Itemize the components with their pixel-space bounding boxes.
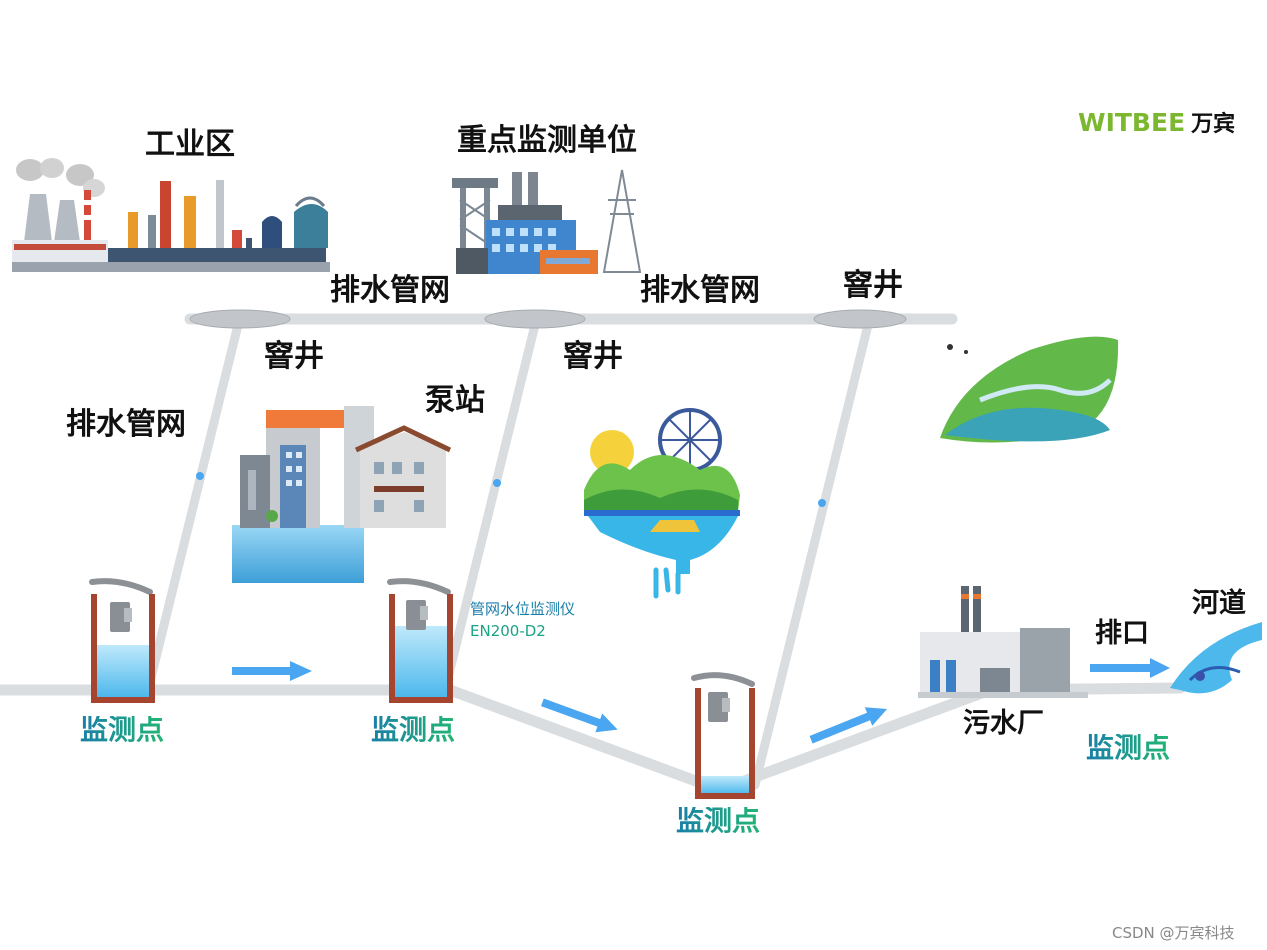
manhole-label-2: 窨井: [264, 339, 324, 374]
pump-station-label: 泵站: [425, 383, 485, 418]
landscape-illustration: [940, 336, 1119, 443]
flow-markers: [196, 472, 826, 507]
bottom-pipe-up: [714, 684, 996, 796]
monitor-well-1: [89, 578, 155, 703]
device-model: EN200-D2: [470, 622, 546, 640]
monitor-point-label-4: 监测点: [1086, 731, 1171, 764]
manhole-cap-1: [189, 309, 291, 329]
drainage-network-label-3: 排水管网: [66, 407, 186, 442]
flow-dot-1: [196, 472, 204, 480]
pump-station-illustration: [232, 406, 452, 583]
monitor-well-2: [387, 578, 453, 703]
manhole-cap-2: [484, 309, 586, 329]
flow-arrow-4: [1090, 658, 1170, 678]
industrial-zone-label: 工业区: [145, 127, 235, 162]
flow-arrows: [232, 658, 1170, 744]
sewage-plant-label: 污水厂: [963, 708, 1044, 739]
branch-pipe-1: [143, 320, 243, 695]
monitor-point-label-2: 监测点: [371, 713, 456, 746]
manhole-label-3: 窨井: [563, 339, 623, 374]
manhole-cap-3: [813, 309, 907, 329]
branch-pipe-3: [750, 320, 873, 790]
drainage-network-label-1: 排水管网: [330, 273, 450, 308]
flow-arrow-2: [541, 698, 618, 733]
outfall-label: 排口: [1095, 618, 1149, 649]
flow-dot-3: [818, 499, 826, 507]
key-unit-illustration: [452, 169, 642, 274]
brand-name-cn: 万宾: [1191, 112, 1236, 137]
sewage-plant-illustration: [918, 586, 1088, 698]
flow-arrow-3: [809, 707, 888, 744]
monitor-point-label-3: 监测点: [676, 804, 761, 837]
manhole-label-1: 窨井: [843, 268, 903, 303]
device-callout: 管网水位监测仪 EN200-D2: [470, 598, 575, 642]
bottom-pipe-down: [444, 684, 726, 796]
drainage-network-label-2: 排水管网: [640, 273, 760, 308]
river-label: 河道: [1192, 588, 1246, 619]
monitor-point-label-1: 监测点: [80, 713, 165, 746]
industrial-zone-illustration: [12, 158, 330, 272]
branch-pipe-2: [440, 320, 540, 695]
flow-dot-2: [493, 479, 501, 487]
key-monitor-unit-label: 重点监测单位: [457, 123, 637, 158]
source-credit: CSDN @万宾科技: [1112, 924, 1235, 942]
flow-arrow-1: [232, 661, 312, 681]
city-heart-illustration: [584, 408, 740, 599]
manhole-caps: [189, 309, 907, 329]
river-illustration: [1170, 622, 1262, 694]
monitor-well-3: [691, 672, 755, 799]
brand-name-en: WITBEE: [1078, 108, 1186, 137]
device-name: 管网水位监测仪: [470, 600, 576, 618]
